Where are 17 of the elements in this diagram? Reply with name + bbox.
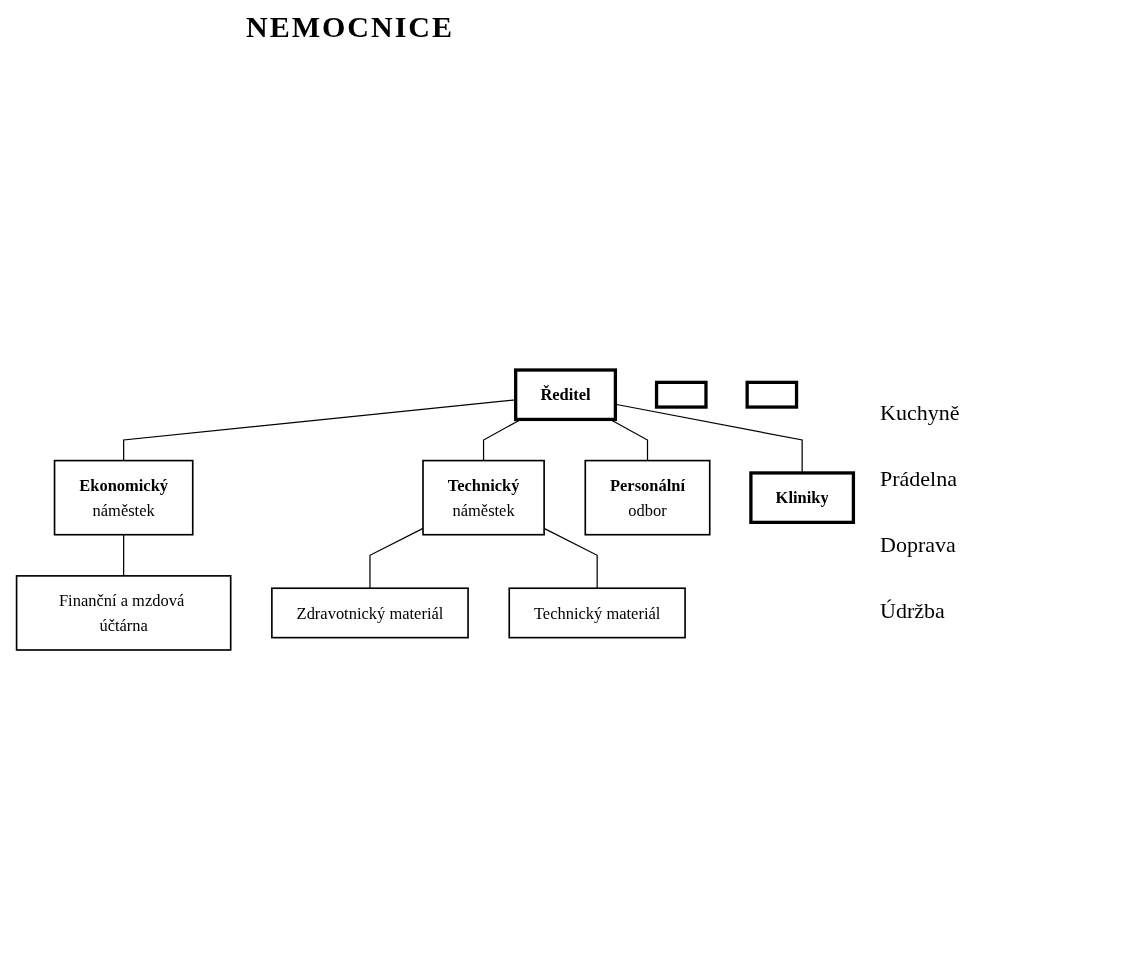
node-box <box>745 380 799 409</box>
diagram-title: NEMOCNICE <box>245 10 455 44</box>
node-box: Zdravotnický materiál <box>271 587 469 639</box>
department-label: Údržba <box>880 598 946 624</box>
connector <box>123 534 125 577</box>
node-box: Personální odbor <box>584 459 711 536</box>
connector <box>369 527 424 589</box>
node-box: Finanční a mzdová účtárna <box>15 575 232 651</box>
department-label: Prádelna <box>880 466 958 492</box>
node-box: Technický materiál <box>508 587 686 639</box>
node-box <box>654 380 708 409</box>
node-box: Ekonomický náměstek <box>53 459 194 536</box>
department-label: Doprava <box>880 532 957 558</box>
department-label: Kuchyně <box>880 400 961 426</box>
node-box: Kliniky <box>749 471 856 524</box>
node-box: Technický náměstek <box>422 459 545 536</box>
node-box: Ředitel <box>514 368 618 422</box>
